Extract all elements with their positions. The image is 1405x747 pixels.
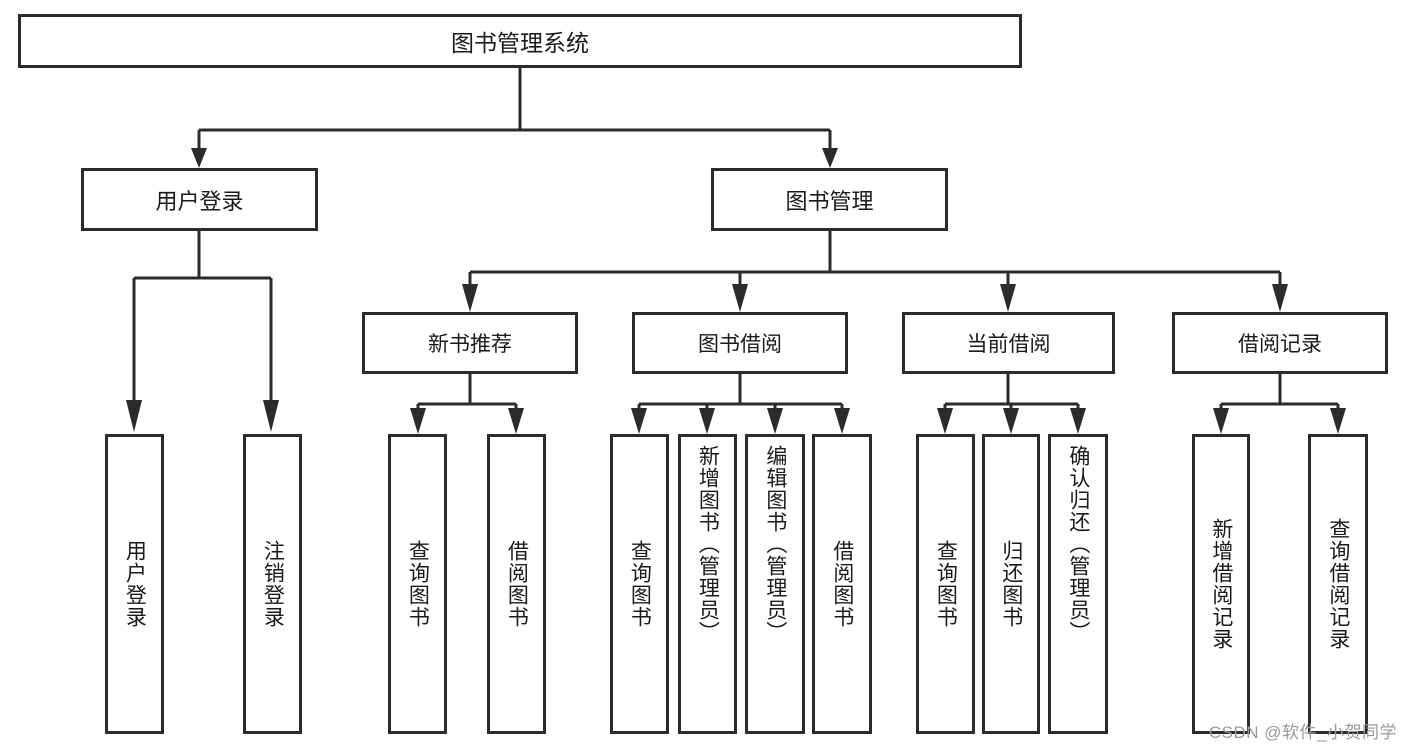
node-user-login[interactable]: 用户登录: [81, 168, 318, 231]
arrowhead-current-borrow: [1000, 284, 1016, 312]
vtext-wrap: 借阅图书: [828, 437, 856, 731]
vtext-wrap: 注销登录: [259, 437, 287, 731]
arrowhead-book-borrow-leaf1: [631, 408, 647, 434]
leaf-current-borrow-query-label: 查询图书: [934, 540, 958, 628]
arrowhead-user-login-leaf1: [126, 400, 142, 432]
leaf-new-books-query-label: 查询图书: [406, 540, 430, 628]
arrowhead-borrow-record-leaf1: [1213, 408, 1229, 434]
leaf-book-borrow-add[interactable]: 新增图书（管理员）: [678, 434, 737, 734]
leaf-current-borrow-return[interactable]: 归还图书: [982, 434, 1040, 734]
leaf-book-borrow-borrow[interactable]: 借阅图书: [812, 434, 872, 734]
arrowhead-book-borrow: [732, 284, 748, 312]
leaf-borrow-record-add-label: 新增借阅记录: [1209, 518, 1233, 650]
node-root-system-label: 图书管理系统: [451, 30, 589, 56]
node-book-borrow[interactable]: 图书借阅: [632, 312, 848, 374]
arrowhead-user-login: [191, 148, 207, 168]
node-current-borrow[interactable]: 当前借阅: [902, 312, 1115, 374]
leaf-current-borrow-confirm[interactable]: 确认归还（管理员）: [1048, 434, 1108, 734]
node-root-system[interactable]: 图书管理系统: [18, 14, 1022, 68]
arrowhead-current-borrow-leaf3: [1070, 408, 1086, 434]
arrowhead-current-borrow-leaf2: [1003, 408, 1019, 434]
leaf-new-books-borrow[interactable]: 借阅图书: [487, 434, 546, 734]
vtext-wrap: 查询图书: [626, 437, 654, 731]
arrowhead-new-books: [462, 284, 478, 312]
arrowhead-book-borrow-leaf2: [699, 408, 715, 434]
vtext-wrap: 新增借阅记录: [1207, 437, 1235, 731]
leaf-book-borrow-borrow-label: 借阅图书: [830, 540, 854, 628]
arrowhead-current-borrow-leaf1: [937, 408, 953, 434]
leaf-book-borrow-query-label: 查询图书: [628, 540, 652, 628]
node-current-borrow-label: 当前借阅: [966, 333, 1051, 356]
vtext-wrap: 用户登录: [121, 437, 149, 731]
arrowhead-borrow-record: [1272, 284, 1288, 312]
leaf-borrow-record-add[interactable]: 新增借阅记录: [1192, 434, 1250, 734]
leaf-book-borrow-edit[interactable]: 编辑图书（管理员）: [745, 434, 805, 734]
vtext-wrap: 借阅图书: [503, 437, 531, 731]
leaf-current-borrow-confirm-label: 确认归还（管理员）: [1066, 445, 1090, 643]
node-new-books[interactable]: 新书推荐: [362, 312, 578, 374]
leaf-new-books-query[interactable]: 查询图书: [388, 434, 447, 734]
vtext-wrap: 归还图书: [997, 437, 1025, 731]
leaf-borrow-record-query[interactable]: 查询借阅记录: [1308, 434, 1368, 734]
node-book-borrow-label: 图书借阅: [698, 333, 782, 356]
node-new-books-label: 新书推荐: [428, 333, 512, 356]
vtext-wrap: 查询借阅记录: [1324, 437, 1352, 731]
leaf-user-login-signout[interactable]: 注销登录: [243, 434, 302, 734]
arrowhead-new-books-leaf1: [410, 408, 426, 434]
leaf-book-borrow-edit-label: 编辑图书（管理员）: [763, 445, 787, 643]
vtext-wrap: 查询图书: [932, 437, 960, 731]
arrowhead-borrow-record-leaf2: [1330, 408, 1346, 434]
node-book-manage-label: 图书管理: [785, 188, 874, 214]
leaf-current-borrow-query[interactable]: 查询图书: [916, 434, 975, 734]
arrowhead-user-login-leaf2: [263, 400, 279, 432]
leaf-user-login-signin-label: 用户登录: [123, 540, 147, 628]
arrowhead-book-borrow-leaf4: [834, 408, 850, 434]
leaf-new-books-borrow-label: 借阅图书: [505, 540, 529, 628]
leaf-book-borrow-add-label: 新增图书（管理员）: [696, 445, 720, 643]
arrowhead-new-books-leaf2: [508, 408, 524, 434]
vtext-wrap: 查询图书: [404, 437, 432, 731]
leaf-current-borrow-return-label: 归还图书: [999, 540, 1023, 628]
vtext-wrap: 确认归还（管理员）: [1064, 437, 1092, 739]
node-borrow-record[interactable]: 借阅记录: [1172, 312, 1388, 374]
node-borrow-record-label: 借阅记录: [1238, 333, 1322, 356]
arrowhead-book-borrow-leaf3: [767, 408, 783, 434]
leaf-book-borrow-query[interactable]: 查询图书: [610, 434, 669, 734]
leaf-user-login-signin[interactable]: 用户登录: [105, 434, 164, 734]
leaf-user-login-signout-label: 注销登录: [261, 540, 285, 628]
leaf-borrow-record-query-label: 查询借阅记录: [1326, 518, 1350, 650]
vtext-wrap: 新增图书（管理员）: [694, 437, 722, 739]
vtext-wrap: 编辑图书（管理员）: [761, 437, 789, 739]
node-book-manage[interactable]: 图书管理: [711, 168, 948, 231]
node-user-login-label: 用户登录: [155, 188, 244, 214]
arrowhead-book-manage: [822, 148, 838, 168]
